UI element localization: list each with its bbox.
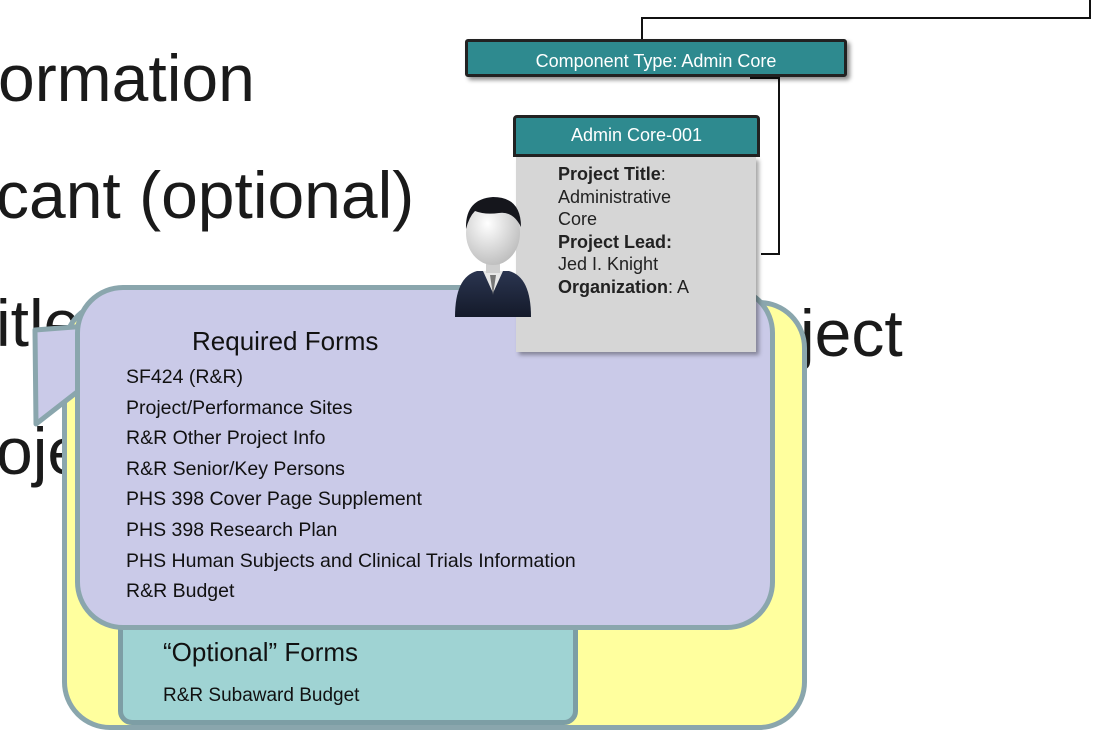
project-title-value-line1: Administrative [558, 186, 672, 207]
optional-forms-title: “Optional” Forms [163, 637, 359, 667]
admin-core-card: Admin Core-001 Project Title: Administra… [513, 115, 760, 352]
required-form-item: R&R Senior/Key Persons [126, 457, 345, 480]
admin-core-card-header: Admin Core-001 [513, 115, 760, 157]
required-form-item: Project/Performance Sites [126, 396, 353, 419]
background-text-line-4: ject [800, 296, 903, 370]
required-form-item: PHS 398 Research Plan [126, 518, 338, 541]
organization-label: Organization [558, 276, 669, 297]
project-title-value-line2: Core [558, 209, 598, 229]
project-lead-value: Jed I. Knight [558, 254, 659, 274]
background-text-line-1: ormation [0, 41, 255, 115]
person-avatar-icon [455, 197, 531, 317]
project-lead-label: Project Lead: [558, 231, 673, 252]
required-form-item: R&R Other Project Info [126, 427, 326, 450]
project-title-label: Project Title [558, 164, 661, 184]
organization-value: : A [668, 276, 690, 297]
component-type-box: Component Type: Admin Core [465, 39, 847, 77]
optional-form-item: R&R Subaward Budget [163, 685, 360, 706]
required-form-item: SF424 (R&R) [126, 366, 244, 388]
required-form-item: R&R Budget [126, 580, 235, 603]
project-title-sep: : [660, 164, 666, 184]
required-form-item: PHS Human Subjects and Clinical Trials I… [126, 549, 576, 572]
admin-core-card-body: Project Title: Administrative Core Proje… [516, 157, 756, 352]
background-text-line-2: cant (optional) [0, 158, 415, 232]
admin-core-details: Project Title: Administrative Core Proje… [558, 163, 689, 298]
required-forms-title: Required Forms [192, 326, 379, 356]
required-form-item: PHS 398 Cover Page Supplement [126, 488, 422, 511]
admin-core-id: Admin Core-001 [570, 125, 703, 145]
required-forms-list: SF424 (R&R) Project/Performance Sites R&… [126, 362, 576, 607]
